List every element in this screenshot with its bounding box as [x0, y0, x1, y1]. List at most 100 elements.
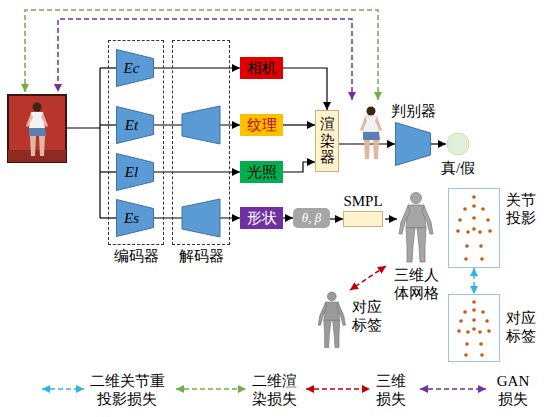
encoder-block: El: [116, 153, 154, 191]
joint-dots: [487, 329, 491, 333]
node-text: 真/假: [441, 160, 475, 176]
label-holder: 解码器: [179, 247, 224, 265]
output-circle: 真/假: [446, 132, 470, 156]
joint-projection-box: 关节 投影: [448, 188, 500, 268]
joint-dots: [463, 310, 467, 314]
trapezoid: [116, 199, 153, 236]
connector: [473, 268, 475, 294]
trapezoid: [116, 106, 153, 143]
joint-dots: [478, 230, 482, 234]
joint-dots: [479, 244, 483, 248]
connector: [154, 67, 241, 68]
label-holder: 真/假: [441, 159, 475, 177]
input-photo: [26, 113, 33, 127]
input-photo: [30, 136, 36, 156]
rendered-person: [373, 140, 379, 159]
legend-arrows: [42, 388, 84, 390]
input-photo: [8, 150, 66, 162]
render-loss-arrow: [25, 10, 378, 100]
encoder-block: Et: [116, 106, 154, 144]
encoder-block: Es: [116, 199, 154, 237]
joint-dots: [472, 327, 476, 331]
joint-dots: [456, 229, 460, 233]
discriminator-block: 判别器: [395, 122, 431, 166]
human-mesh: [406, 228, 415, 262]
node-text: 相机: [247, 59, 277, 77]
label-holder: 判别器: [391, 102, 436, 120]
trapezoid: [116, 153, 153, 190]
legend-item: 二维关节重 投影损失: [88, 372, 166, 409]
input-lines: [99, 68, 100, 218]
output-circle-outline: [446, 132, 470, 156]
joint-dots: [472, 308, 476, 312]
gan-loss-arrow: [58, 19, 352, 100]
circle: [447, 133, 469, 155]
connector: [330, 218, 343, 219]
joint-dots: [463, 207, 467, 211]
input-lines: [66, 127, 100, 128]
joint-dots: [466, 330, 470, 334]
joint-dots: [472, 204, 476, 208]
node-text: Et: [125, 116, 138, 134]
input-photo: [8, 95, 66, 162]
param-box: θ, β: [293, 208, 330, 228]
discriminator-block-outline: [395, 122, 431, 166]
joint-dots: [472, 318, 476, 322]
camera-box: 相机: [240, 57, 283, 79]
joint-dots: [457, 329, 461, 333]
texture-box: 纹理: [240, 114, 283, 136]
label-holder: 编码器: [114, 247, 159, 265]
legend-item: GAN 损失: [492, 372, 534, 409]
input-photo: [41, 113, 48, 127]
smpl-box: SMPL: [343, 211, 383, 227]
input-photo: [33, 103, 42, 112]
joint-dots: [472, 216, 476, 220]
joint-dots: [472, 227, 476, 231]
legend-item: 二维渲 染损失: [250, 372, 298, 409]
connector: [283, 217, 293, 218]
legend-text: 二维渲 染损失: [252, 373, 297, 407]
input-photo: [39, 136, 45, 156]
label-holder: SMPL: [343, 192, 382, 210]
light-box: 光照: [240, 161, 283, 183]
node-text: Ec: [124, 59, 140, 77]
smpl-to-mesh-arrow: [385, 218, 397, 219]
joint-dots: [479, 342, 483, 346]
rendered-person: [360, 107, 382, 160]
connector: [431, 143, 446, 144]
joint-dots: [481, 207, 485, 211]
connector: [283, 68, 327, 110]
label-mesh: [333, 320, 340, 347]
connector: [154, 171, 241, 172]
label-text: 三维人 体网格: [394, 267, 439, 301]
rendered-person: [364, 140, 370, 159]
legend-item: 三维 损失: [374, 372, 407, 409]
legend-arrows: [306, 388, 370, 390]
rendered-person: [375, 117, 382, 131]
legend-arrows: [176, 388, 246, 390]
rendered-person: [363, 132, 380, 140]
joint-dots: [478, 330, 482, 334]
node-text: 纹理: [247, 116, 277, 134]
joint-dots: [481, 310, 485, 314]
joint-dots: [480, 353, 484, 357]
label-mesh: [324, 320, 331, 347]
joint-dots: [466, 230, 470, 234]
node-text: θ, β: [302, 210, 321, 226]
trapezoid: [116, 49, 153, 86]
encoder-group: 编码器EcEtElEs: [108, 40, 164, 245]
joint-dots: [465, 244, 469, 248]
node-text: El: [125, 163, 138, 181]
human-mesh: [417, 228, 426, 262]
decoder-symbol: [182, 106, 220, 237]
label-holder: 对应 标签: [504, 309, 537, 345]
joint-label-box: 对应 标签: [448, 294, 500, 362]
joint-dots: [458, 218, 462, 222]
renderer-box: 渲染器: [315, 110, 339, 172]
joint-dots: [456, 195, 492, 261]
shape-box: 形状: [240, 207, 283, 229]
joint-dots: [465, 342, 469, 346]
label-holder: 关节 投影: [504, 191, 537, 227]
figure-label: 三维人 体网格: [392, 266, 440, 303]
